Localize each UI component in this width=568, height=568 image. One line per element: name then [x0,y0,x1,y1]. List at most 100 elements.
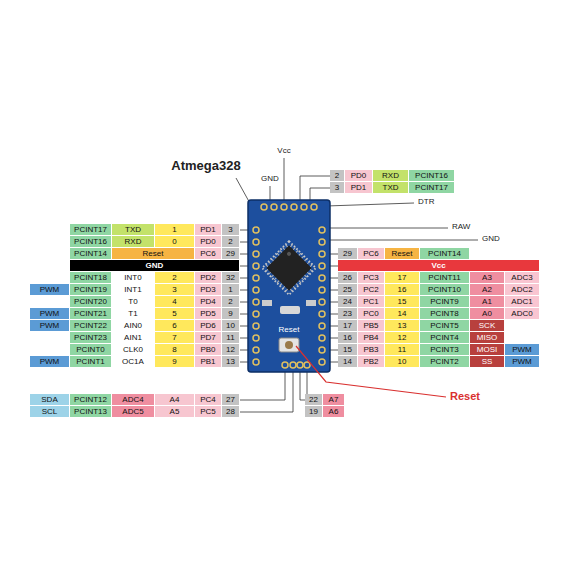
chip-pin-number: 19 [305,406,323,418]
pcint-name: PCINT5 [420,320,470,332]
arduino-pin: 8 [155,344,195,356]
pcint-name: PCINT2 [420,356,470,368]
adc-name: PWM [505,356,540,368]
port-name: PB1 [195,356,222,368]
pcint-name: PCINT23 [70,332,112,344]
pcint-name: PCINT12 [70,394,112,406]
arduino-pin: 11 [385,344,420,356]
adc-name: ADC0 [505,308,540,320]
reset-callout: Reset [450,390,480,403]
chip-pin-number: 32 [222,272,240,284]
chip-pin-number: 2 [222,296,240,308]
port-name: PB2 [358,356,385,368]
board-silkscreen: Reset [279,325,300,335]
pcint-name: PCINT10 [420,284,470,296]
port-name: PC4 [195,394,222,406]
port-name: PD6 [195,320,222,332]
analog-pin: A0 [470,308,505,320]
analog-pin: A4 [155,394,195,406]
adc-name: ADC5 [112,406,155,418]
port-name: PC6 [195,248,222,260]
spi-name: MISO [470,332,505,344]
chip-pin-number: 23 [338,308,358,320]
pcint-name: PCINT0 [70,344,112,356]
arduino-pin: 6 [155,320,195,332]
power-bar: Vcc [338,260,540,272]
port-name: PC1 [358,296,385,308]
arduino-pin: 10 [385,356,420,368]
adc-name: ADC3 [505,272,540,284]
pcint-name: PCINT4 [420,332,470,344]
analog-pin: A2 [470,284,505,296]
arduino-pin: 12 [385,332,420,344]
reset-button [279,338,299,352]
pwm-tag: PWM [30,356,70,368]
arduino-pin: 3 [155,284,195,296]
serial-name: RXD [373,170,409,182]
chip-pin-number: 25 [338,284,358,296]
function-name: TXD [112,224,155,236]
pcint-name: PCINT13 [70,406,112,418]
analog-pin: A5 [155,406,195,418]
pcint-name: PCINT3 [420,344,470,356]
crystal [280,306,300,314]
bus-tag: SDA [30,394,70,406]
port-name: PD0 [345,170,373,182]
function-name: INT1 [112,284,155,296]
chip-pin-number: 24 [338,296,358,308]
function-name: T0 [112,296,155,308]
function-name: AIN1 [112,332,155,344]
arduino-pin: 9 [155,356,195,368]
ground-callout: GND [482,234,500,244]
pcint-name: PCINT17 [70,224,112,236]
ground-bar: GND [70,260,240,272]
pcint-name: PCINT17 [409,182,455,194]
chip-pin-number: 17 [338,320,358,332]
chip-pin-number: 29 [222,248,240,260]
analog-pin: A7 [323,394,345,406]
adc-name: ADC4 [112,394,155,406]
chip-pin-number: 29 [338,248,358,260]
port-name: PD5 [195,308,222,320]
leader-lines [236,158,478,412]
function-name: AIN0 [112,320,155,332]
arduino-pin: 5 [155,308,195,320]
port-name: PC0 [358,308,385,320]
arduino-pin: 14 [385,308,420,320]
analog-pin: A1 [470,296,505,308]
function-name: INT0 [112,272,155,284]
pcint-name: PCINT18 [70,272,112,284]
port-name: PD4 [195,296,222,308]
bus-tag: SCL [30,406,70,418]
port-name: PB3 [358,344,385,356]
pwm-tag: PWM [30,284,70,296]
chip-pin-number: 1 [222,284,240,296]
chip-pin-number: 12 [222,344,240,356]
spi-name: SCK [470,320,505,332]
port-name: PB0 [195,344,222,356]
port-name: PD7 [195,332,222,344]
pcint-name: PCINT19 [70,284,112,296]
serial-name: TXD [373,182,409,194]
chip-pin-number: 2 [330,170,345,182]
port-name: PD1 [195,224,222,236]
port-name: PD0 [195,236,222,248]
spi-name: SS [470,356,505,368]
pin-callout: RAW [452,222,470,232]
arduino-pin: 17 [385,272,420,284]
spi-name: MOSI [470,344,505,356]
chip-pin-number: 9 [222,308,240,320]
reset-button-cap [285,341,293,349]
pin-holes [253,204,325,368]
function-name: OC1A [112,356,155,368]
analog-pin: A6 [323,406,345,418]
port-name: PC6 [358,248,385,260]
chip-pin-number: 22 [305,394,323,406]
power-callout: Vcc [277,146,290,156]
pcint-name: PCINT20 [70,296,112,308]
arduino-pin: 16 [385,284,420,296]
arduino-pin: 7 [155,332,195,344]
function-name: CLK0 [112,344,155,356]
port-name: PB4 [358,332,385,344]
chip-pin-number: 3 [222,224,240,236]
